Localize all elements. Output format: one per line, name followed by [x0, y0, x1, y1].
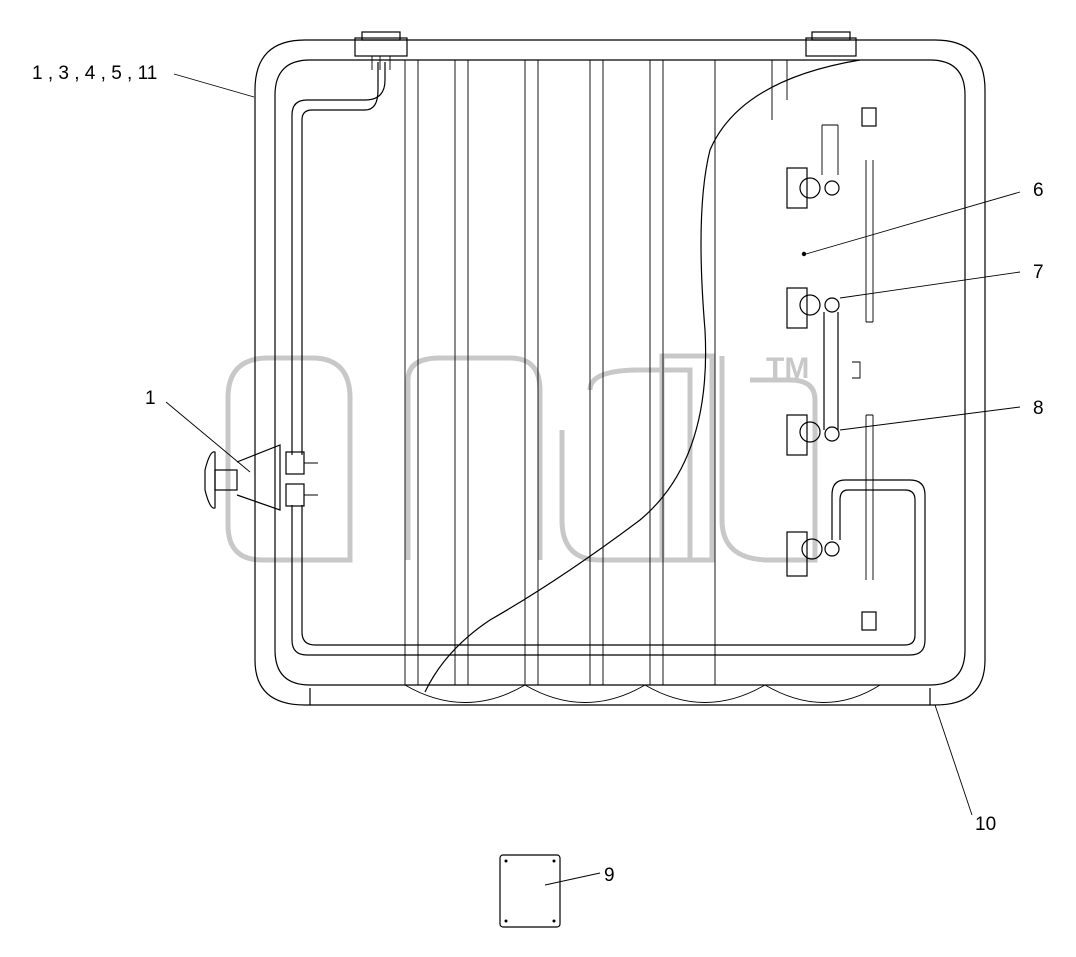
callout-main: 1 , 3 , 4 , 5 , 11: [32, 63, 157, 84]
main-switch: [204, 444, 318, 511]
callout-9: 9: [604, 865, 615, 886]
plate-item-9: [499, 854, 561, 928]
callout-6: 6: [1033, 180, 1044, 201]
left-cable: [291, 62, 926, 656]
watermark-logo: TM: [225, 352, 818, 563]
top-fittings: [354, 31, 857, 70]
ribs: [404, 60, 788, 685]
watermark-tm: TM: [766, 352, 809, 385]
callout-8: 8: [1033, 398, 1044, 419]
callout-10: 10: [975, 814, 996, 835]
battery-terminals: [786, 107, 877, 631]
cutaway-curve: [424, 59, 861, 693]
leader-lines: [165, 73, 1021, 886]
callout-1: 1: [145, 388, 156, 409]
callout-7: 7: [1033, 262, 1044, 283]
